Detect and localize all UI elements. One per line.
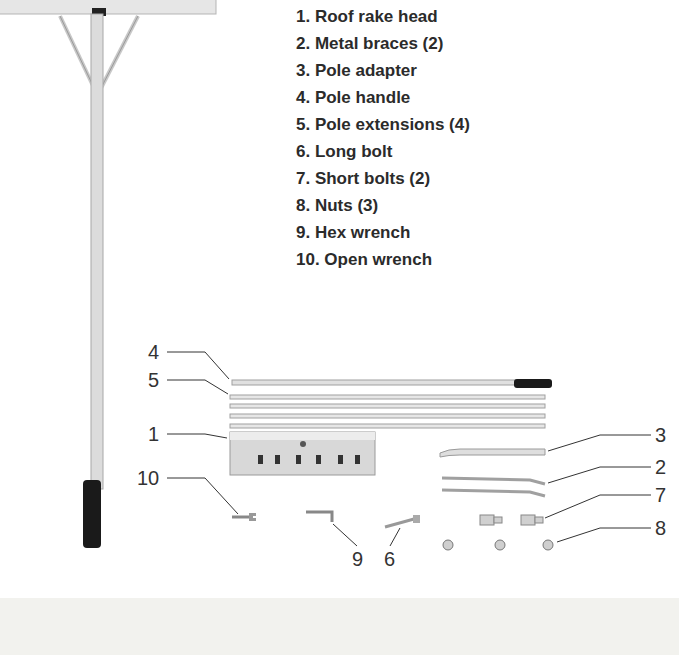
callout-number: 9 [352,548,363,570]
part-name: 3. Pole adapter [296,60,417,82]
part-name: 6. Long bolt [296,141,392,163]
callout-number: 5 [148,369,159,391]
pole-handle [232,379,552,388]
hex-wrench [306,512,332,522]
part-name: 7. Short bolts (2) [296,168,430,190]
short-bolts [480,515,543,525]
part-name: 10. Open wrench [296,249,432,271]
part-name: 9. Hex wrench [296,222,410,244]
part-name: 5. Pole extensions (4) [296,114,470,136]
callout-number: 3 [655,424,666,446]
open-wrench [232,513,256,521]
metal-braces [442,478,545,496]
pole-adapter [440,449,545,457]
bottom-band [0,598,679,655]
callout-number: 1 [148,423,159,445]
callout-number: 10 [137,467,159,489]
callout-number: 4 [148,341,159,363]
part-name: 1. Roof rake head [296,6,438,28]
part-name: 2. Metal braces (2) [296,33,443,55]
callout-number: 6 [384,548,395,570]
assembled-rake [0,0,216,548]
part-name: 8. Nuts (3) [296,195,378,217]
nuts [443,540,553,550]
pole-extensions [230,395,545,428]
callout-number: 7 [655,484,666,506]
leader-lines [167,352,651,546]
part-name: 4. Pole handle [296,87,410,109]
callout-number: 2 [655,456,666,478]
long-bolt [385,515,420,527]
callout-number: 8 [655,517,666,539]
rake-head [230,432,375,475]
